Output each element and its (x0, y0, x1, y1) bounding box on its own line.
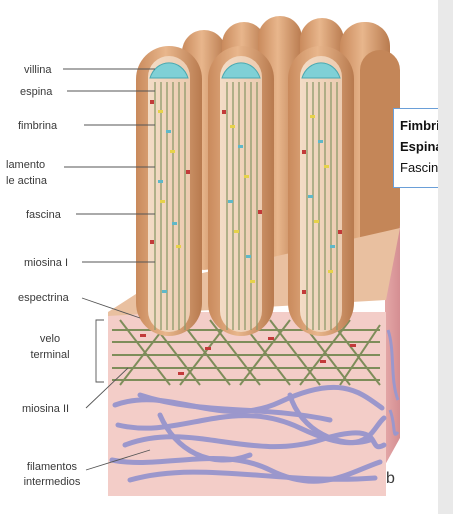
side-filaments (386, 329, 400, 436)
callout-line-1: Fimbri (400, 118, 440, 133)
callout-line-2: Espina (400, 139, 443, 154)
label-velo-1: velo (40, 333, 60, 345)
crosslinker-marks (150, 100, 342, 294)
leader-lines (63, 68, 155, 471)
labels: villina espina fimbrina lamento le actin… (6, 64, 81, 488)
microvillus-2 (208, 46, 274, 336)
label-filamentos-1: filamentos (27, 461, 78, 473)
label-miosina-1: miosina I (24, 257, 68, 269)
label-miosina-2: miosina II (22, 403, 69, 415)
label-filamentos-2: intermedios (24, 476, 81, 488)
label-espina: espina (20, 86, 53, 98)
label-espectrina: espectrina (18, 292, 70, 304)
intermediate-filaments (109, 384, 387, 484)
label-villina: villina (24, 64, 52, 76)
label-fascina: fascina (26, 209, 62, 221)
label-filamento-1: lamento (6, 159, 45, 171)
label-fimbrina: fimbrina (18, 120, 58, 132)
actin-bundles (154, 82, 338, 330)
label-velo-2: terminal (30, 349, 69, 361)
label-filamento-2: le actina (6, 175, 48, 187)
panel-letter: b (386, 470, 395, 487)
callout-line-3: Fascin (400, 160, 439, 175)
window-edge (438, 0, 453, 514)
microvillus-1 (136, 46, 202, 336)
microvillus-3 (288, 46, 354, 336)
terminal-web-spectrin (140, 334, 356, 375)
